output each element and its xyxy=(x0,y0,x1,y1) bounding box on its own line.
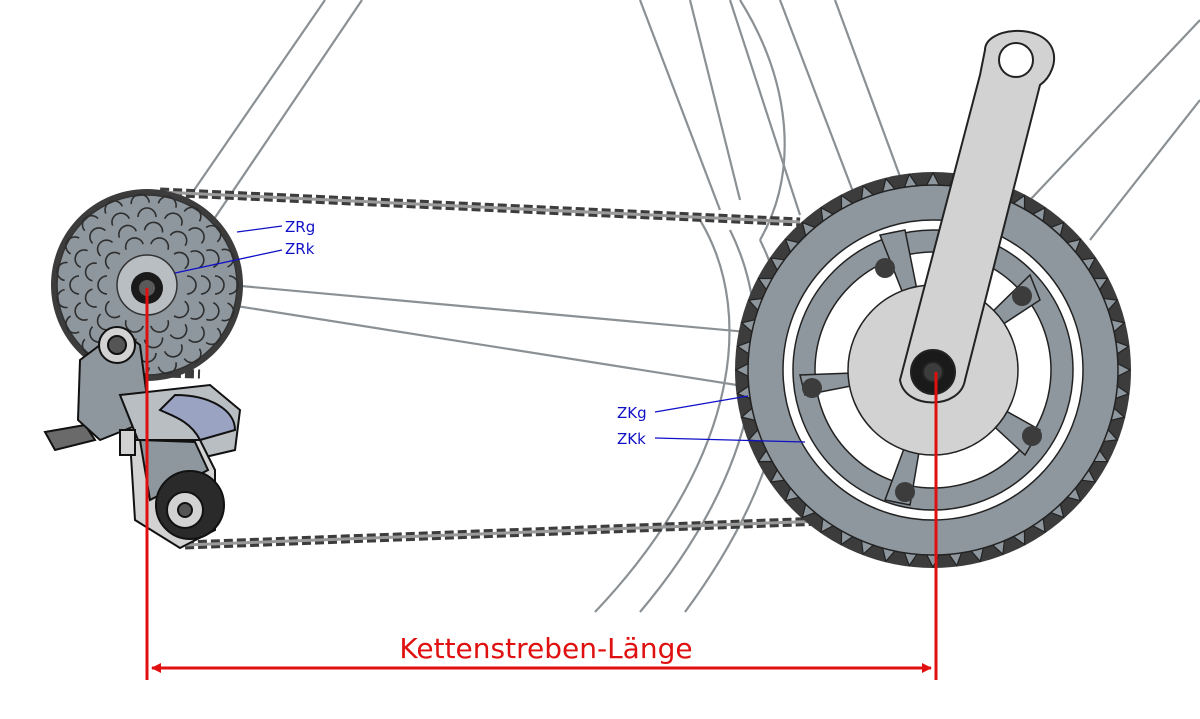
label-zrg: ZRg xyxy=(285,218,315,236)
chainstay-dimension: Kettenstreben-Länge xyxy=(145,288,938,680)
crank-arm-icon xyxy=(898,29,1056,404)
zkk-leader xyxy=(654,437,806,443)
zrg-leader xyxy=(236,225,283,233)
cassette-icon xyxy=(51,189,243,381)
label-zkg: ZKg xyxy=(617,404,647,422)
chain-icon xyxy=(119,187,851,550)
chainstay-length-label: Kettenstreben-Länge xyxy=(399,632,692,665)
zkg-leader xyxy=(654,395,749,413)
label-zrk: ZRk xyxy=(285,240,315,258)
zrk-leader xyxy=(174,249,283,274)
blue-annotations: ZRg ZRk ZKg ZKk xyxy=(174,218,806,448)
rear-derailleur-icon xyxy=(43,326,242,550)
label-zkk: ZKk xyxy=(617,430,646,448)
